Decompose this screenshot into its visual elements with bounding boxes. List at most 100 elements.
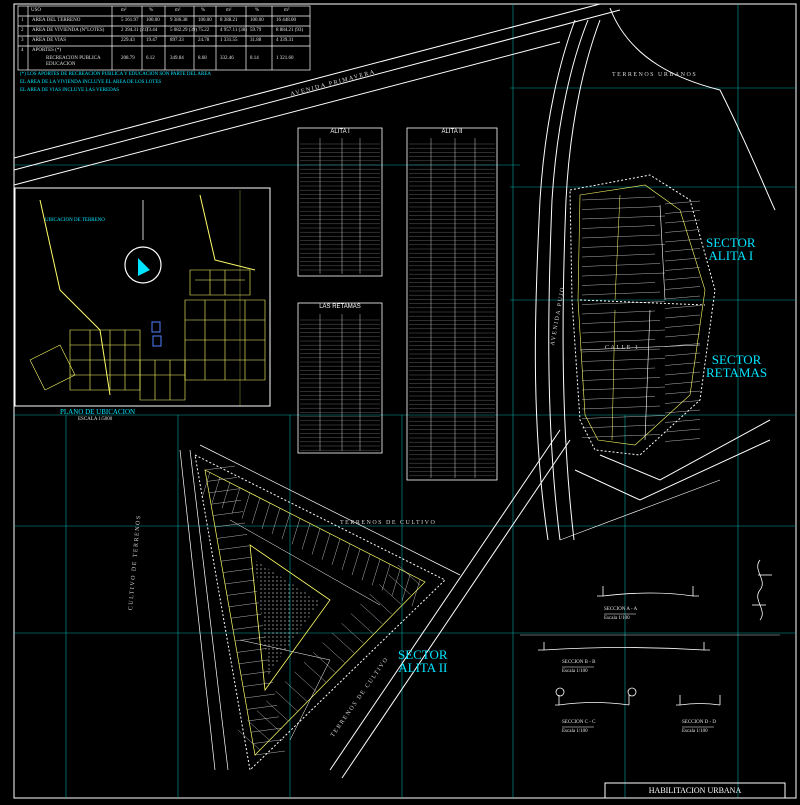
areas-row-value: 100.00 — [250, 18, 264, 23]
lot-division-line — [581, 310, 656, 315]
lot-division-line — [411, 579, 421, 607]
lot-division-line — [581, 263, 661, 267]
lot-division-line — [361, 554, 371, 581]
areas-row-uso: AREA DE VIVIENDA (N°LOTES) — [32, 28, 105, 33]
lot-division-line — [581, 215, 666, 220]
lot-division-line — [664, 400, 701, 404]
lot-division-line — [581, 424, 656, 429]
areas-row-value: 5 161.97 — [121, 18, 139, 23]
lot-division-line — [256, 710, 279, 731]
lot-division-line — [581, 396, 656, 400]
section-d-title: SECCION D - D — [682, 720, 717, 725]
areas-row-number: 1 — [21, 18, 24, 23]
areas-row-value: 75.22 — [198, 28, 210, 33]
lot-tables — [297, 127, 498, 481]
lot-division-line — [581, 272, 666, 277]
areas-row-value: 73.44 — [146, 28, 158, 33]
areas-header-m2-3: m² — [226, 8, 232, 13]
areas-row-value: 31.88 — [250, 38, 262, 43]
sheet-frame — [13, 3, 797, 799]
lot-division-line — [581, 244, 666, 248]
lot-division-line — [231, 487, 241, 514]
location-plan-title: PLANO DE UBICACION — [60, 408, 136, 416]
lot-division-line — [252, 739, 284, 744]
lot-division-line — [254, 750, 286, 756]
location-plan-inset — [14, 187, 271, 407]
areas-row-value: 8 884.21 (93) — [276, 28, 304, 33]
areas-row-value: 1 331.55 — [220, 38, 238, 43]
lot-division-line — [261, 502, 271, 529]
lot-division-line — [664, 333, 701, 338]
sector-alita2-line1: SECTOR — [398, 647, 448, 662]
lot-division-line — [206, 477, 238, 482]
lot-division-line — [664, 257, 701, 262]
lot-division-line — [664, 210, 701, 214]
alita2-perimeter-roads — [179, 444, 461, 771]
lot-division-line — [581, 225, 656, 229]
sector-label-alita2: SECTOR ALITA II — [398, 648, 448, 674]
section-a-title: SECCION A - A — [604, 607, 638, 612]
avenida-primavera-road — [13, 3, 621, 186]
areas-row-value: 16 448.00 — [276, 18, 296, 23]
areas-note-1: (*) LOS APORTES DE RECREACION PUBLICA Y … — [20, 72, 212, 77]
lot-division-line — [664, 343, 701, 347]
lot-division-line — [331, 632, 355, 654]
lot-division-line — [581, 386, 666, 391]
section-b-scale: Escala 1/100 — [562, 669, 588, 674]
lot-division-line — [294, 671, 317, 692]
areas-header-m2-1: m² — [121, 8, 127, 13]
lot-division-line — [664, 295, 701, 300]
sector-alita1-line2: ALITA I — [708, 248, 754, 263]
lot-division-line — [281, 513, 291, 540]
areas-note-2: EL AREA DE LA VIVIENDA INCLUYE EL AREA D… — [20, 80, 162, 85]
lot-division-line — [581, 291, 661, 296]
lot-division-line — [581, 234, 661, 239]
areas-row-value: 8 388.21 — [220, 18, 238, 23]
lot-division-line — [228, 602, 260, 607]
lot-division-line — [275, 691, 298, 712]
lot-division-line — [664, 200, 701, 205]
areas-header-uso: USO — [31, 8, 42, 13]
section-c-title: SECCION C - C — [562, 720, 596, 725]
areas-row-value: 332.46 — [220, 56, 234, 61]
lot-division-line — [664, 362, 701, 366]
sector-alita2-line2: ALITA II — [398, 660, 448, 675]
areas-row-value: 24.78 — [198, 38, 210, 43]
title-block-frame — [604, 782, 786, 799]
lot-division-line — [322, 642, 345, 663]
lot-division-line — [341, 623, 364, 644]
lot-division-line — [301, 523, 311, 550]
lot-division-line — [664, 390, 701, 395]
lot-division-line — [664, 267, 701, 271]
lot-division-line — [581, 301, 666, 305]
lot-division-line — [351, 549, 361, 576]
lot-division-line — [226, 591, 258, 596]
lot-division-line — [232, 625, 264, 630]
lot-division-line — [664, 428, 701, 433]
areas-header-pct-1: % — [149, 8, 154, 13]
areas-row-value: 208.79 — [121, 56, 135, 61]
label-terrenos-urbanos: TERRENOS URBANOS — [612, 72, 698, 78]
lot-division-line — [216, 534, 248, 539]
lot-division-line — [220, 557, 252, 562]
lot-division-line — [664, 314, 701, 319]
areas-row-value: 229.43 — [121, 38, 135, 43]
lot-division-line — [237, 729, 261, 751]
lot-division-line — [238, 659, 270, 664]
lot-division-line — [360, 603, 383, 624]
areas-row-value: 9 386.38 — [170, 18, 188, 23]
areas-row-value: 2 394.31 (21) — [121, 28, 149, 33]
lot-division-line — [311, 528, 321, 555]
lot-division-line — [664, 324, 701, 328]
section-d-scale: Escala 1/100 — [682, 729, 708, 734]
sector-alita1-retamas-plot — [559, 174, 771, 541]
alita2-lot-lines — [201, 465, 421, 756]
areas-row-number: 2 — [21, 28, 24, 33]
lot-division-line — [230, 614, 262, 619]
areas-row-value: 349.84 — [170, 56, 184, 61]
areas-header-m2-2: m² — [175, 8, 181, 13]
lot-division-line — [331, 538, 341, 565]
lot-division-line — [208, 488, 240, 493]
areas-row-number: 4 — [21, 48, 24, 53]
lot-division-line — [247, 720, 270, 741]
